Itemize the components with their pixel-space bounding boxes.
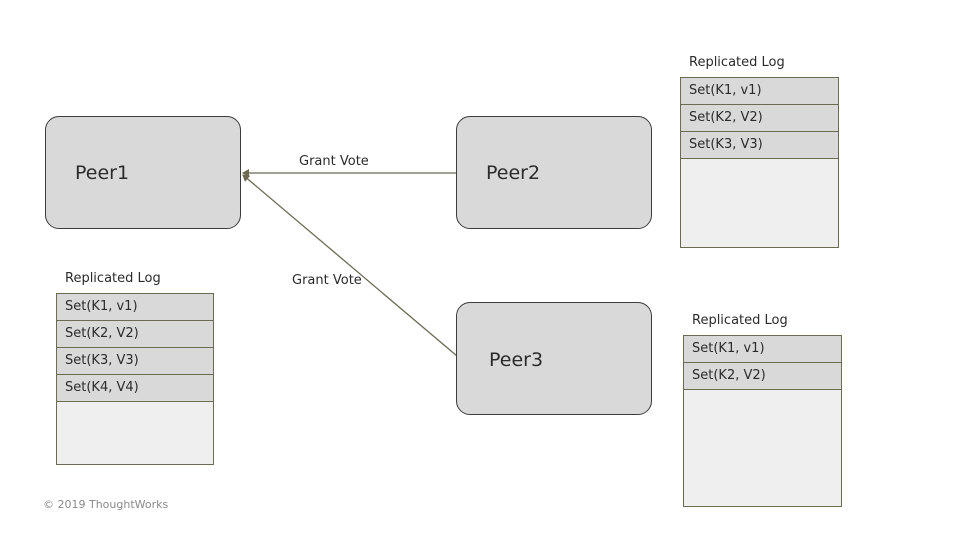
log-entry: Set(K1, v1): [681, 78, 838, 105]
log-box: Set(K1, v1) Set(K2, V2) Set(K3, V3) Set(…: [56, 293, 214, 465]
peer1-label: Peer1: [75, 162, 130, 184]
peer3-label: Peer3: [489, 349, 544, 371]
edge-peer3-peer1: [242, 174, 458, 357]
peer2-label: Peer2: [486, 162, 541, 184]
log-entry: Set(K2, V2): [684, 363, 841, 390]
peer3-node: Peer3: [456, 302, 652, 415]
peer1-node: Peer1: [45, 116, 241, 229]
log-title: Replicated Log: [689, 55, 785, 70]
log-entry: Set(K1, v1): [684, 336, 841, 363]
log-entry: Set(K3, V3): [681, 132, 838, 159]
log-box: Set(K1, v1) Set(K2, V2): [683, 335, 842, 507]
edge-label-peer3-peer1: Grant Vote: [292, 273, 362, 288]
log-entry: Set(K4, V4): [57, 375, 213, 402]
log-entry: Set(K3, V3): [57, 348, 213, 375]
log-entry: Set(K1, v1): [57, 294, 213, 321]
log-box: Set(K1, v1) Set(K2, V2) Set(K3, V3): [680, 77, 839, 248]
peer3-replicated-log: Replicated Log Set(K1, v1) Set(K2, V2): [683, 313, 842, 507]
peer2-node: Peer2: [456, 116, 652, 229]
log-entry: Set(K2, V2): [681, 105, 838, 132]
edge-label-peer2-peer1: Grant Vote: [299, 154, 369, 169]
log-title: Replicated Log: [65, 271, 161, 286]
peer2-replicated-log: Replicated Log Set(K1, v1) Set(K2, V2) S…: [680, 55, 839, 248]
log-entry: Set(K2, V2): [57, 321, 213, 348]
peer1-replicated-log: Replicated Log Set(K1, v1) Set(K2, V2) S…: [56, 271, 214, 465]
log-title: Replicated Log: [692, 313, 788, 328]
copyright-footer: © 2019 ThoughtWorks: [43, 498, 169, 511]
